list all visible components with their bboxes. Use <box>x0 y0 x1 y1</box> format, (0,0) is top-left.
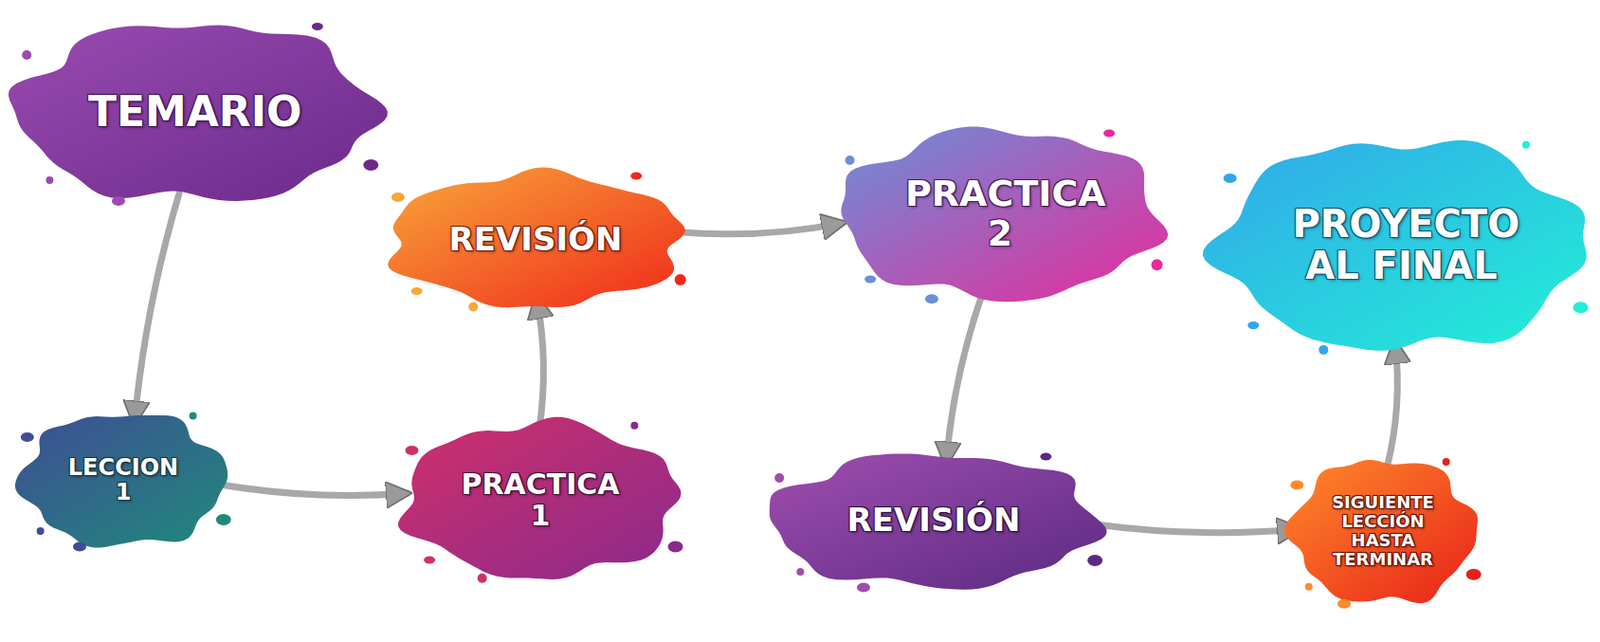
splash-fill <box>1202 139 1587 350</box>
splash-drop <box>311 22 324 31</box>
splash-drop <box>390 192 404 202</box>
splash-drop <box>1290 479 1304 490</box>
splash-drop <box>36 527 45 535</box>
splash-node: SIGUIENTE LECCIÓN HASTA TERMINAR <box>1285 454 1482 609</box>
splash-fill <box>398 416 681 579</box>
node-label: REVISIÓN <box>449 221 623 257</box>
splash-node: PRACTICA 1 <box>394 417 688 583</box>
splash-drop <box>1465 568 1481 581</box>
splash-drop <box>45 176 54 184</box>
splash-fill <box>15 415 228 548</box>
splash-drop <box>630 172 642 181</box>
node-label: REVISIÓN <box>847 502 1021 538</box>
splash-drop <box>1087 554 1103 566</box>
splash-drop <box>845 155 855 165</box>
splash-fill <box>1284 459 1478 603</box>
splash-fill <box>387 166 686 308</box>
node-label: PRACTICA 1 <box>459 468 621 531</box>
splash-drop <box>1223 173 1237 183</box>
splash-drop <box>774 472 784 483</box>
splash-fill <box>769 453 1108 589</box>
flow-arrow <box>536 297 544 431</box>
flow-arrow <box>1095 524 1299 533</box>
splash-drop <box>1318 344 1328 354</box>
node-label: LECCION 1 <box>66 454 181 506</box>
splash-node: PROYECTO AL FINAL <box>1206 133 1597 357</box>
splash-node: REVISIÓN <box>758 449 1110 592</box>
node-label: TEMARIO <box>88 89 303 135</box>
splash-node: TEMARIO <box>3 17 386 207</box>
splash-drop <box>363 159 379 171</box>
flow-arrow <box>218 484 408 496</box>
splash-drop <box>1151 258 1164 271</box>
splash-node: PRACTICA 2 <box>829 124 1171 305</box>
splash-fill <box>840 127 1168 303</box>
splash-drop <box>1247 321 1259 329</box>
splash-drop <box>1039 453 1052 461</box>
splash-fill <box>8 25 388 201</box>
splash-drop <box>72 542 87 552</box>
splash-drop <box>410 287 422 295</box>
splash-drop <box>404 445 419 455</box>
splash-drop <box>189 412 198 420</box>
node-label: PROYECTO AL FINAL <box>1292 202 1511 287</box>
splash-drop <box>1304 582 1312 591</box>
splash-drop <box>1337 598 1351 608</box>
flow-arrow <box>1386 343 1398 468</box>
splash-drop <box>111 196 126 206</box>
splash-drop <box>1103 129 1115 138</box>
splash-drop <box>856 582 871 593</box>
splash-node: LECCION 1 <box>14 408 233 551</box>
splash-drop <box>796 567 804 576</box>
splash-drop <box>216 513 232 526</box>
splash-drop <box>21 50 32 60</box>
splash-drop <box>864 274 876 283</box>
splash-drop <box>925 293 939 304</box>
splash-drop <box>20 432 35 442</box>
splash-drop <box>1573 301 1589 313</box>
splash-drop <box>667 540 683 552</box>
splash-drop <box>673 273 686 286</box>
splash-node: REVISIÓN <box>379 168 693 311</box>
splash-drop <box>476 572 487 582</box>
flow-arrow <box>134 193 180 422</box>
splash-drop <box>423 555 436 564</box>
node-label: SIGUIENTE LECCIÓN HASTA TERMINAR <box>1330 492 1436 568</box>
splash-drop <box>468 301 478 311</box>
node-label: PRACTICA 2 <box>905 174 1095 255</box>
splash-drop <box>1522 140 1530 148</box>
splash-drop <box>1441 457 1450 466</box>
flow-arrow <box>945 290 983 463</box>
flow-arrow <box>678 222 843 235</box>
splash-drop <box>630 420 638 429</box>
